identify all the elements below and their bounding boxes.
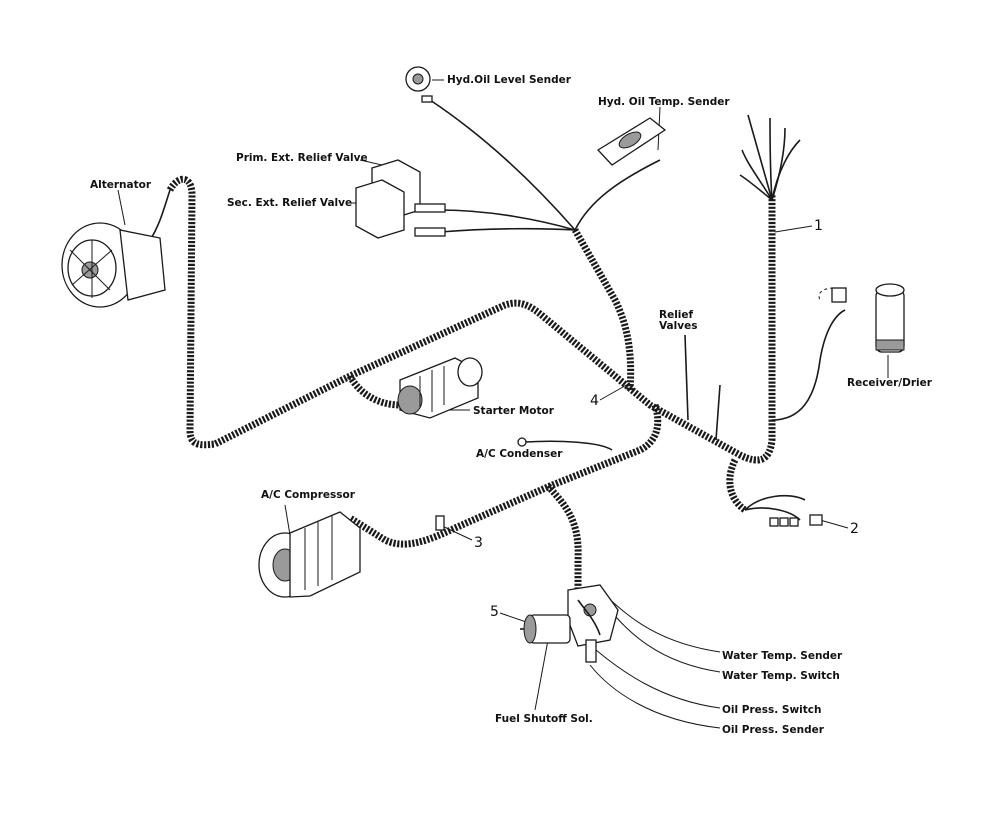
label-ac-compressor: A/C Compressor: [261, 489, 355, 501]
label-oil-press-switch: Oil Press. Switch: [722, 704, 822, 716]
label-prim-ext-relief-valve: Prim. Ext. Relief Valve: [236, 152, 368, 164]
leader-lines: [117, 79, 889, 729]
callout-3: 3: [474, 535, 483, 551]
ext-relief-valves-part: [355, 159, 446, 239]
label-ac-condenser: A/C Condenser: [476, 448, 563, 460]
label-fuel-shutoff-sol: Fuel Shutoff Sol.: [495, 713, 593, 725]
label-water-temp-switch: Water Temp. Switch: [722, 670, 840, 682]
callout-5: 5: [490, 604, 499, 620]
label-oil-press-sender: Oil Press. Sender: [722, 724, 824, 736]
fuel-shutoff-solenoid-part: [520, 614, 571, 644]
clamp-part: [435, 515, 445, 531]
label-sec-ext-relief-valve: Sec. Ext. Relief Valve: [227, 197, 353, 209]
signal-wires: [149, 99, 846, 521]
label-receiver-drier: Receiver/Drier: [847, 377, 932, 389]
starter-motor-part: [397, 357, 483, 419]
label-relief-valves-line1: Relief: [659, 309, 694, 321]
label-hyd-oil-level-sender: Hyd.Oil Level Sender: [447, 74, 571, 86]
alternator-part: [61, 222, 166, 308]
label-hyd-oil-temp-sender: Hyd. Oil Temp. Sender: [598, 96, 730, 108]
receiver-drier-part: [831, 283, 905, 353]
hyd-oil-temp-sender-part: [596, 117, 667, 166]
callout-2: 2: [850, 521, 859, 537]
label-relief-valves-line2: Valves: [659, 320, 698, 332]
connectors-part: [769, 514, 823, 527]
hyd-oil-level-sender-part: [405, 66, 433, 103]
callout-1: 1: [814, 218, 823, 234]
label-alternator: Alternator: [90, 179, 152, 191]
callout-4: 4: [590, 393, 599, 409]
engine-sensor-block-part: [567, 584, 619, 663]
label-starter-motor: Starter Motor: [473, 405, 554, 417]
label-water-temp-sender: Water Temp. Sender: [722, 650, 843, 662]
ac-condenser-connector-part: [517, 437, 527, 447]
main-harness: [166, 175, 776, 600]
ac-compressor-part: [258, 511, 361, 598]
